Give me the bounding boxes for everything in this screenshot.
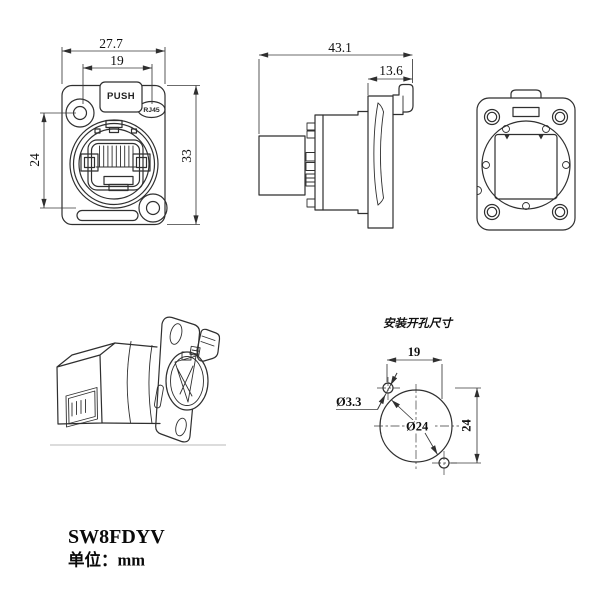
front-hole-bottom-right [138, 193, 168, 223]
rear-hole-top-right [551, 108, 569, 126]
rear-hole-top-left [483, 108, 501, 126]
side-latch-hook [392, 83, 414, 116]
dim-hole-spacing-width-text: 19 [110, 53, 124, 68]
mounting-center-hole [379, 389, 453, 463]
mounting-view: 安装开孔尺寸 19 24 Ø3.3 [336, 317, 481, 475]
iso-jack-housing [56, 342, 116, 425]
front-view: RJ45 PUSH 27.7 [27, 36, 200, 226]
iso-flange [155, 316, 201, 443]
push-tab [99, 81, 143, 113]
iso-latch-tab [196, 328, 221, 362]
small-hole-callout: Ø3.3 [336, 372, 398, 410]
dim-overall-width: 27.7 [61, 36, 166, 84]
dim-overall-width-text: 27.7 [99, 36, 123, 51]
rj45-badge-label: RJ45 [143, 107, 159, 114]
dim-mounting-height-text: 24 [460, 419, 474, 432]
dim-mounting-width-text: 19 [408, 345, 421, 359]
dim-overall-depth: 43.1 [258, 40, 413, 134]
rear-top-tab [510, 89, 542, 99]
rear-hole-bottom-right [551, 203, 569, 221]
jack-tab-left [80, 153, 99, 172]
dim-overall-height: 33 [167, 85, 200, 225]
iso-socket-detail [174, 351, 197, 403]
small-hole-diameter-text: Ø3.3 [336, 395, 361, 409]
side-contact-tabs [305, 122, 316, 208]
model-number: SW8FDYV [68, 526, 165, 548]
iso-flange-hole-top [169, 323, 183, 345]
dim-front-depth: 13.6 [367, 63, 413, 95]
side-flange [367, 95, 394, 229]
push-tab-label: PUSH [107, 91, 135, 102]
rear-plate [476, 97, 576, 231]
dim-overall-height-text: 33 [179, 149, 194, 163]
side-body [314, 110, 369, 215]
dim-hole-spacing-height-text: 24 [27, 153, 42, 167]
iso-jack-opening [65, 387, 98, 428]
iso-body [101, 342, 161, 425]
front-slot [76, 209, 139, 222]
dim-mounting-width: 19 [386, 345, 443, 399]
side-rear-housing [258, 135, 306, 196]
rear-small-holes [482, 125, 570, 210]
dim-overall-depth-text: 43.1 [328, 40, 352, 55]
iso-flange-slot [153, 384, 164, 409]
center-hole-callout: Ø24 [391, 399, 438, 455]
dim-front-depth-text: 13.6 [379, 63, 403, 78]
rear-jack-opening [494, 133, 558, 200]
center-hole-diameter-text: Ø24 [406, 420, 429, 434]
rear-view [476, 89, 576, 231]
dim-hole-spacing-width: 19 [82, 53, 153, 104]
boss-outer-circle [69, 119, 159, 209]
isometric-view [50, 316, 226, 446]
mounting-screw-hole-bottom [438, 457, 450, 469]
unit-label: 单位：mm [68, 550, 145, 570]
mounting-title: 安装开孔尺寸 [383, 317, 454, 330]
iso-flange-hole-bottom [175, 417, 187, 437]
rear-hole-bottom-left [483, 203, 501, 221]
rear-boss-circle [481, 120, 571, 210]
side-view: 43.1 13.6 [258, 40, 414, 229]
footer: SW8FDYV 单位：mm [68, 526, 165, 570]
jack-tab-right [132, 153, 151, 172]
dim-mounting-height: 24 [451, 387, 481, 464]
dim-hole-spacing-height: 24 [27, 112, 76, 209]
rj45-jack [80, 139, 151, 192]
mounting-screw-hole-top [382, 382, 394, 394]
